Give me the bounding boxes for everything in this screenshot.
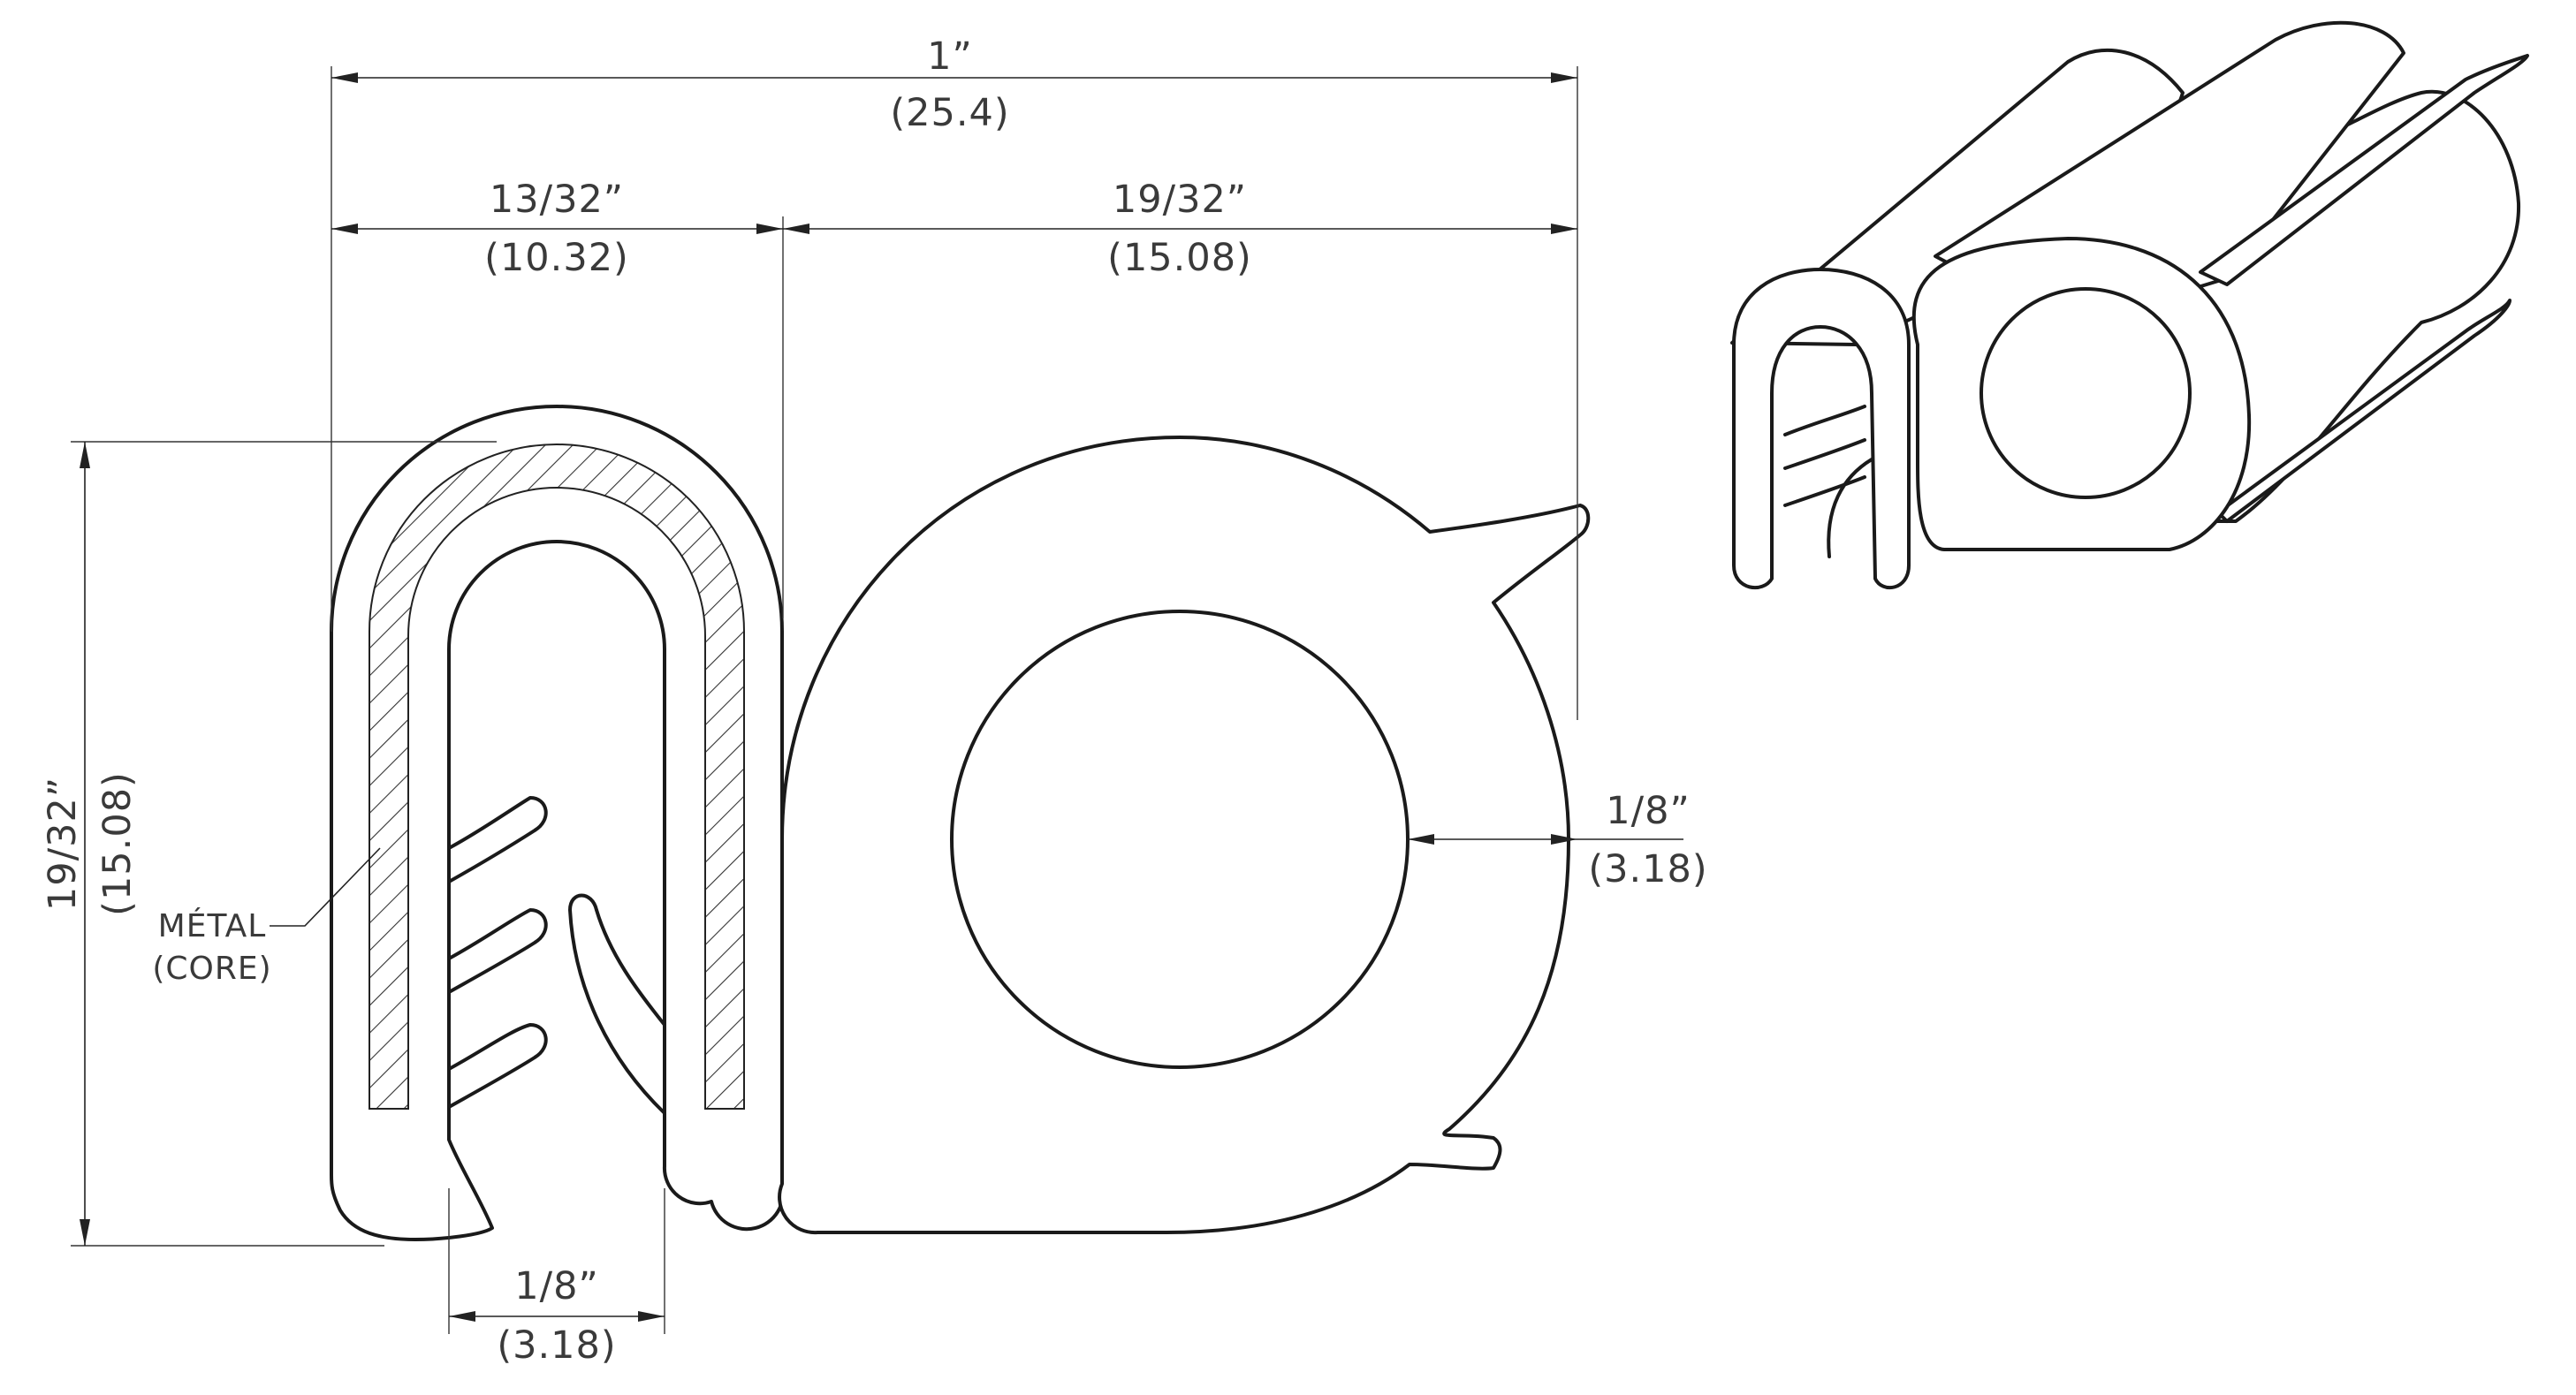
- gripping-fin-3: [447, 1023, 548, 1109]
- left-width-mm: (10.32): [484, 236, 629, 280]
- gripping-fin-2: [447, 908, 548, 994]
- metal-core: [369, 444, 745, 1110]
- iso-bulb-hollow: [1979, 287, 2192, 499]
- isometric-view: [1730, 20, 2529, 589]
- right-width-mm: (15.08): [1107, 236, 1252, 280]
- bulb-wall-mm: (3.18): [1588, 847, 1707, 891]
- dimension-lines: [71, 66, 1683, 1334]
- height-mm: (15.08): [95, 771, 140, 916]
- iso-fin-3: [1783, 475, 1866, 507]
- gap-inch: 1/8”: [514, 1264, 598, 1308]
- right-width-inch: 19/32”: [1113, 178, 1247, 222]
- bulb-hollow: [950, 610, 1410, 1069]
- callout-core: (CORE): [152, 951, 271, 987]
- overall-width-inch: 1”: [927, 34, 973, 79]
- bulb-wall-inch: 1/8”: [1606, 789, 1690, 833]
- height-inch: 19/32”: [41, 777, 85, 911]
- dimension-labels: 1” (25.4) 13/32” (10.32) 19/32” (15.08) …: [41, 34, 1707, 1368]
- gripping-fin-1: [447, 796, 548, 883]
- overall-width-mm: (25.4): [890, 91, 1009, 135]
- iso-center-lip: [1827, 458, 1873, 558]
- iso-bottom-flap: [2216, 299, 2511, 523]
- left-width-inch: 13/32”: [490, 178, 624, 222]
- callout-metal: MÉTAL: [158, 907, 267, 944]
- iso-fin-1: [1783, 405, 1866, 436]
- gap-mm: (3.18): [497, 1323, 616, 1368]
- center-lip: [568, 893, 666, 1115]
- iso-top-flap: [2199, 54, 2529, 286]
- iso-channel-front: [1732, 268, 1911, 589]
- cross-section: [330, 405, 1591, 1241]
- iso-fin-2: [1783, 438, 1866, 470]
- channel-outer-outline: [330, 405, 786, 1241]
